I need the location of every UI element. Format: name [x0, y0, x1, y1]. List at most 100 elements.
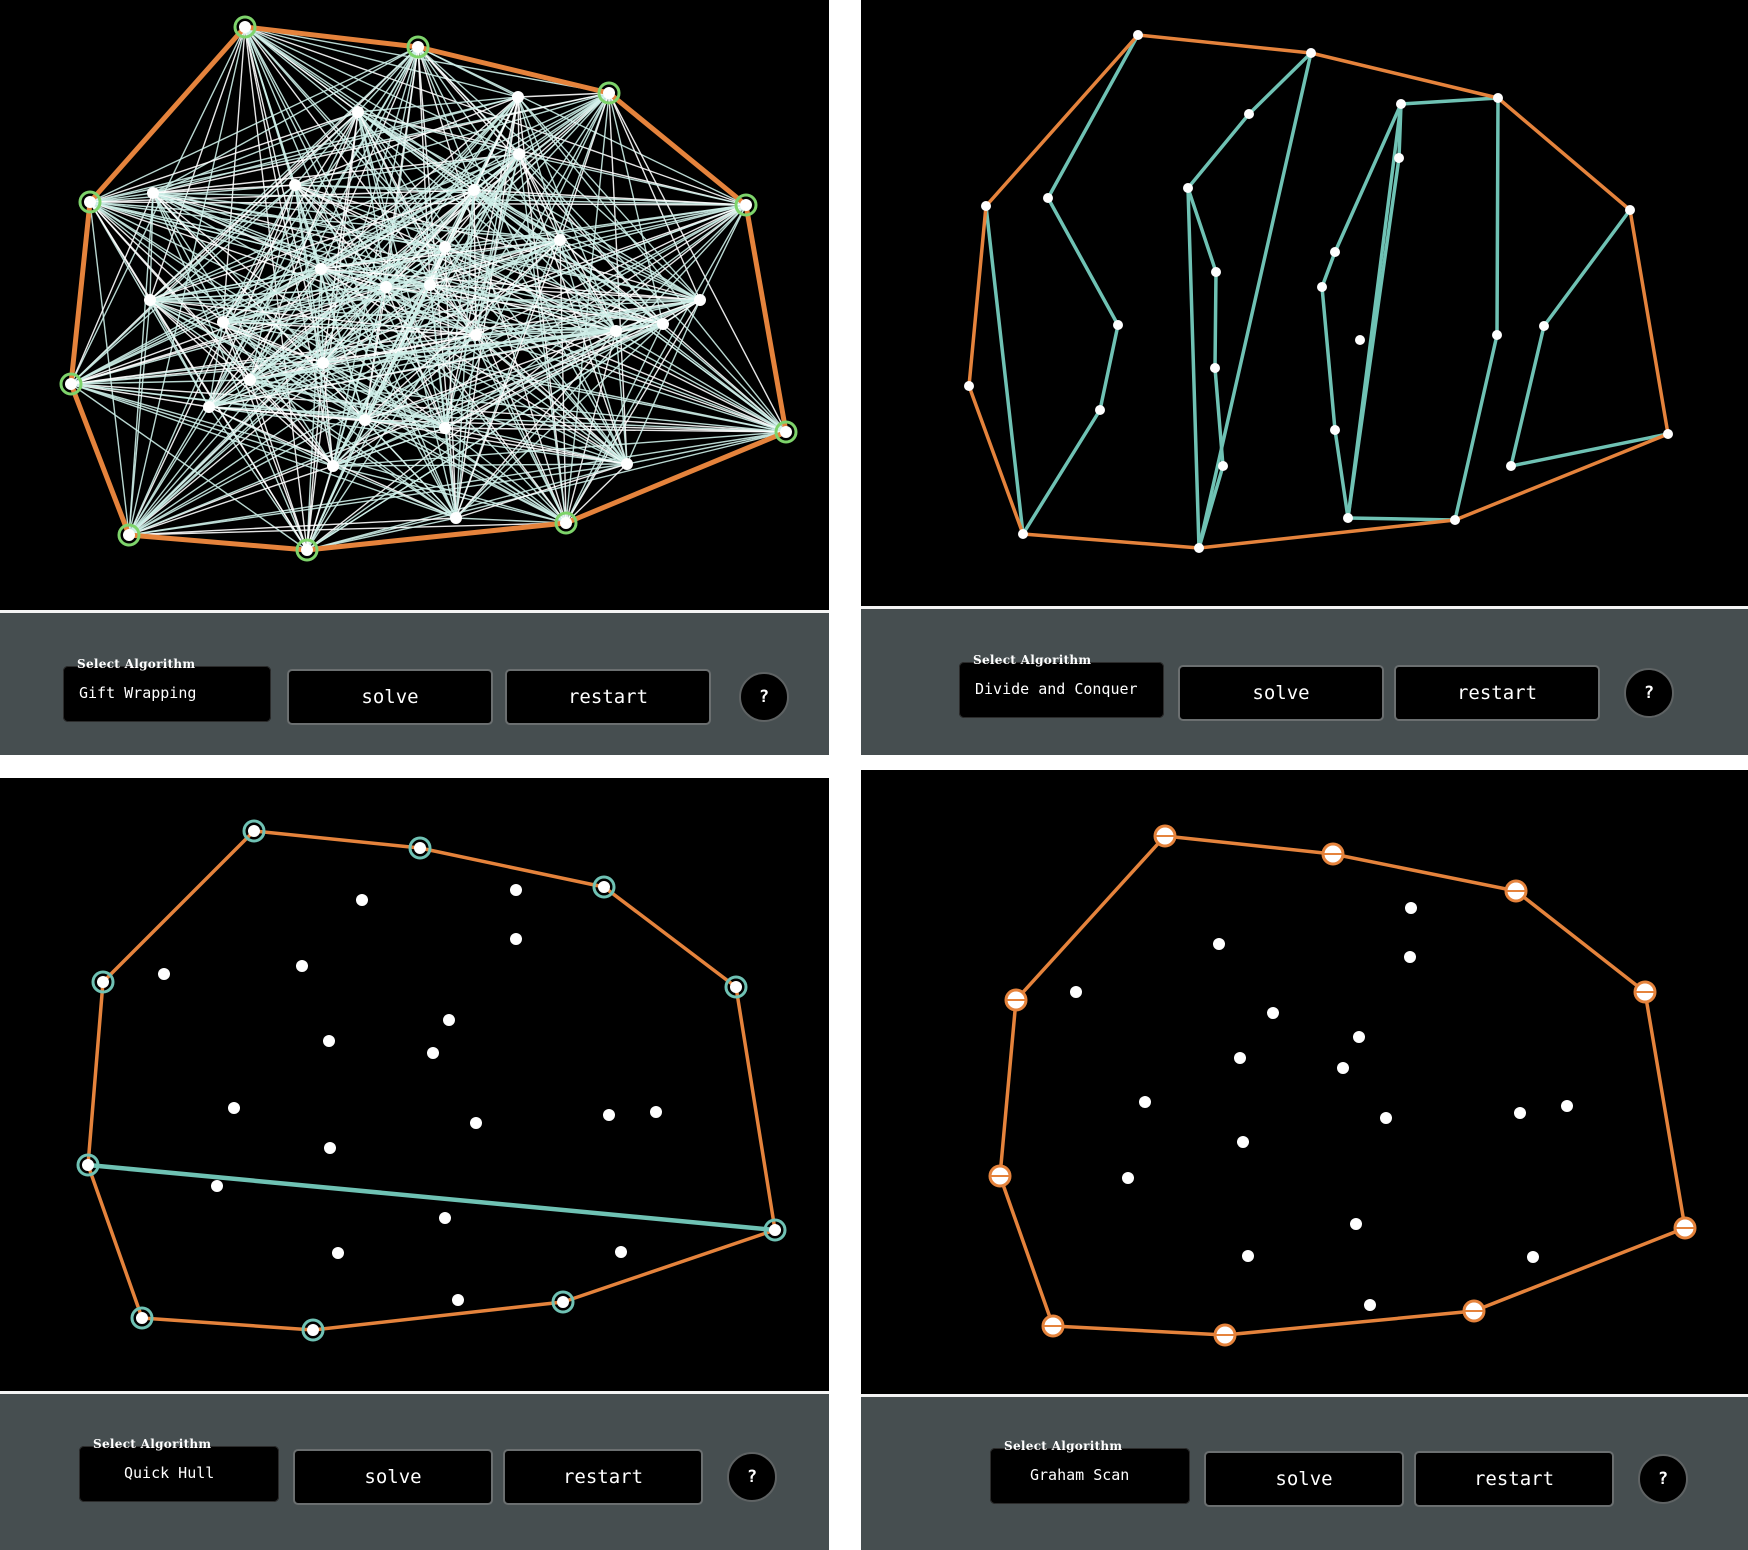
candidate-edge: [332, 334, 477, 467]
merge-edge: [1247, 51, 1313, 116]
point: [603, 87, 615, 99]
candidate-edge: [385, 286, 477, 336]
point: [244, 374, 256, 386]
merge-edge: [1453, 333, 1499, 522]
candidate-edge: [565, 299, 701, 524]
point: [147, 187, 159, 199]
candidate-edge: [357, 111, 701, 301]
merge-edge: [1495, 96, 1500, 337]
candidate-edge: [320, 268, 628, 465]
candidate-edge: [332, 465, 567, 524]
candidate-edge: [70, 268, 322, 385]
point-canvas[interactable]: [0, 0, 829, 610]
candidate-edge: [385, 239, 561, 288]
hull-edge: [252, 829, 422, 850]
algorithm-select[interactable]: Select Algorithm Gift Wrapping: [63, 657, 271, 722]
candidate-edge: [322, 111, 359, 364]
point: [228, 1102, 240, 1114]
algorithm-select[interactable]: Select Algorithm Graham Scan: [990, 1439, 1190, 1504]
candidate-edge: [244, 26, 334, 467]
point: [352, 106, 364, 118]
help-button[interactable]: ?: [739, 672, 789, 722]
candidate-edge: [444, 246, 457, 519]
point: [603, 1109, 615, 1121]
point: [97, 976, 109, 988]
candidate-edge: [320, 268, 701, 301]
point: [468, 184, 480, 196]
hull-vertex-marker: [724, 975, 748, 999]
point: [1514, 1107, 1526, 1119]
point: [323, 1035, 335, 1047]
candidate-edge: [473, 92, 610, 191]
candidate-edge: [149, 299, 446, 429]
candidate-edge: [417, 46, 747, 206]
convex-hull-visualization: [76, 819, 787, 1342]
hull-vertex-marker: [597, 81, 621, 105]
restart-button[interactable]: restart: [503, 1449, 703, 1505]
hull-edge: [1197, 518, 1457, 550]
hull-edge: [1453, 432, 1670, 522]
help-button[interactable]: ?: [727, 1452, 777, 1502]
help-button[interactable]: ?: [1624, 668, 1674, 718]
hull-vertex-marker: [78, 190, 102, 214]
point: [730, 981, 742, 993]
restart-button[interactable]: restart: [1414, 1451, 1614, 1507]
algorithm-select[interactable]: Select Algorithm Quick Hull: [79, 1437, 279, 1502]
point: [84, 196, 96, 208]
hull-edge: [1496, 96, 1632, 212]
point-canvas[interactable]: [861, 770, 1748, 1394]
select-label: Select Algorithm: [973, 653, 1092, 667]
candidate-edge: [517, 96, 701, 301]
solve-button[interactable]: solve: [287, 669, 493, 725]
point: [1343, 513, 1353, 523]
candidate-edge: [455, 517, 567, 524]
point: [1183, 183, 1193, 193]
point: [317, 357, 329, 369]
candidate-edge: [70, 192, 154, 385]
point: [439, 1212, 451, 1224]
hull-edge: [734, 985, 777, 1232]
hull-vertex-marker: [242, 819, 266, 843]
candidate-edge: [455, 330, 617, 519]
candidate-edge: [417, 46, 475, 191]
candidate-edge: [249, 379, 457, 519]
candidate-edge: [152, 46, 419, 194]
candidate-edge: [149, 299, 787, 433]
solve-button[interactable]: solve: [1204, 1451, 1404, 1507]
candidate-edge: [208, 321, 224, 408]
point-canvas[interactable]: [861, 0, 1748, 606]
candidate-edge: [89, 201, 664, 325]
hull-edge: [87, 24, 248, 205]
point: [443, 1014, 455, 1026]
point: [1350, 1218, 1362, 1230]
merge-edge: [1197, 51, 1313, 550]
solve-button[interactable]: solve: [293, 1449, 493, 1505]
algorithm-select[interactable]: Select Algorithm Divide and Conquer: [959, 653, 1164, 718]
point: [1561, 1100, 1573, 1112]
hull-edge: [311, 1300, 565, 1332]
help-button[interactable]: ?: [1638, 1454, 1688, 1504]
hull-vertex-marker: [551, 1290, 575, 1314]
hull-vertex-marker: [406, 35, 430, 59]
candidate-edge: [517, 96, 787, 433]
merge-edge: [1397, 102, 1403, 160]
candidate-edge: [473, 189, 561, 241]
point: [332, 1247, 344, 1259]
candidate-edge: [149, 92, 610, 301]
candidate-edge: [332, 299, 701, 467]
restart-button[interactable]: restart: [1394, 665, 1600, 721]
point-canvas[interactable]: [0, 778, 829, 1391]
point: [1218, 461, 1228, 471]
merge-edge: [1346, 156, 1401, 520]
point: [1194, 543, 1204, 553]
hull-vertex-marker: [774, 420, 798, 444]
candidate-edge: [364, 334, 477, 421]
candidate-edge: [322, 362, 446, 429]
candidate-edge: [517, 92, 610, 98]
point: [1211, 267, 1221, 277]
solve-button[interactable]: solve: [1178, 665, 1384, 721]
merge-edge: [1197, 464, 1225, 550]
point: [1405, 902, 1417, 914]
hull-edge: [967, 204, 988, 388]
restart-button[interactable]: restart: [505, 669, 711, 725]
